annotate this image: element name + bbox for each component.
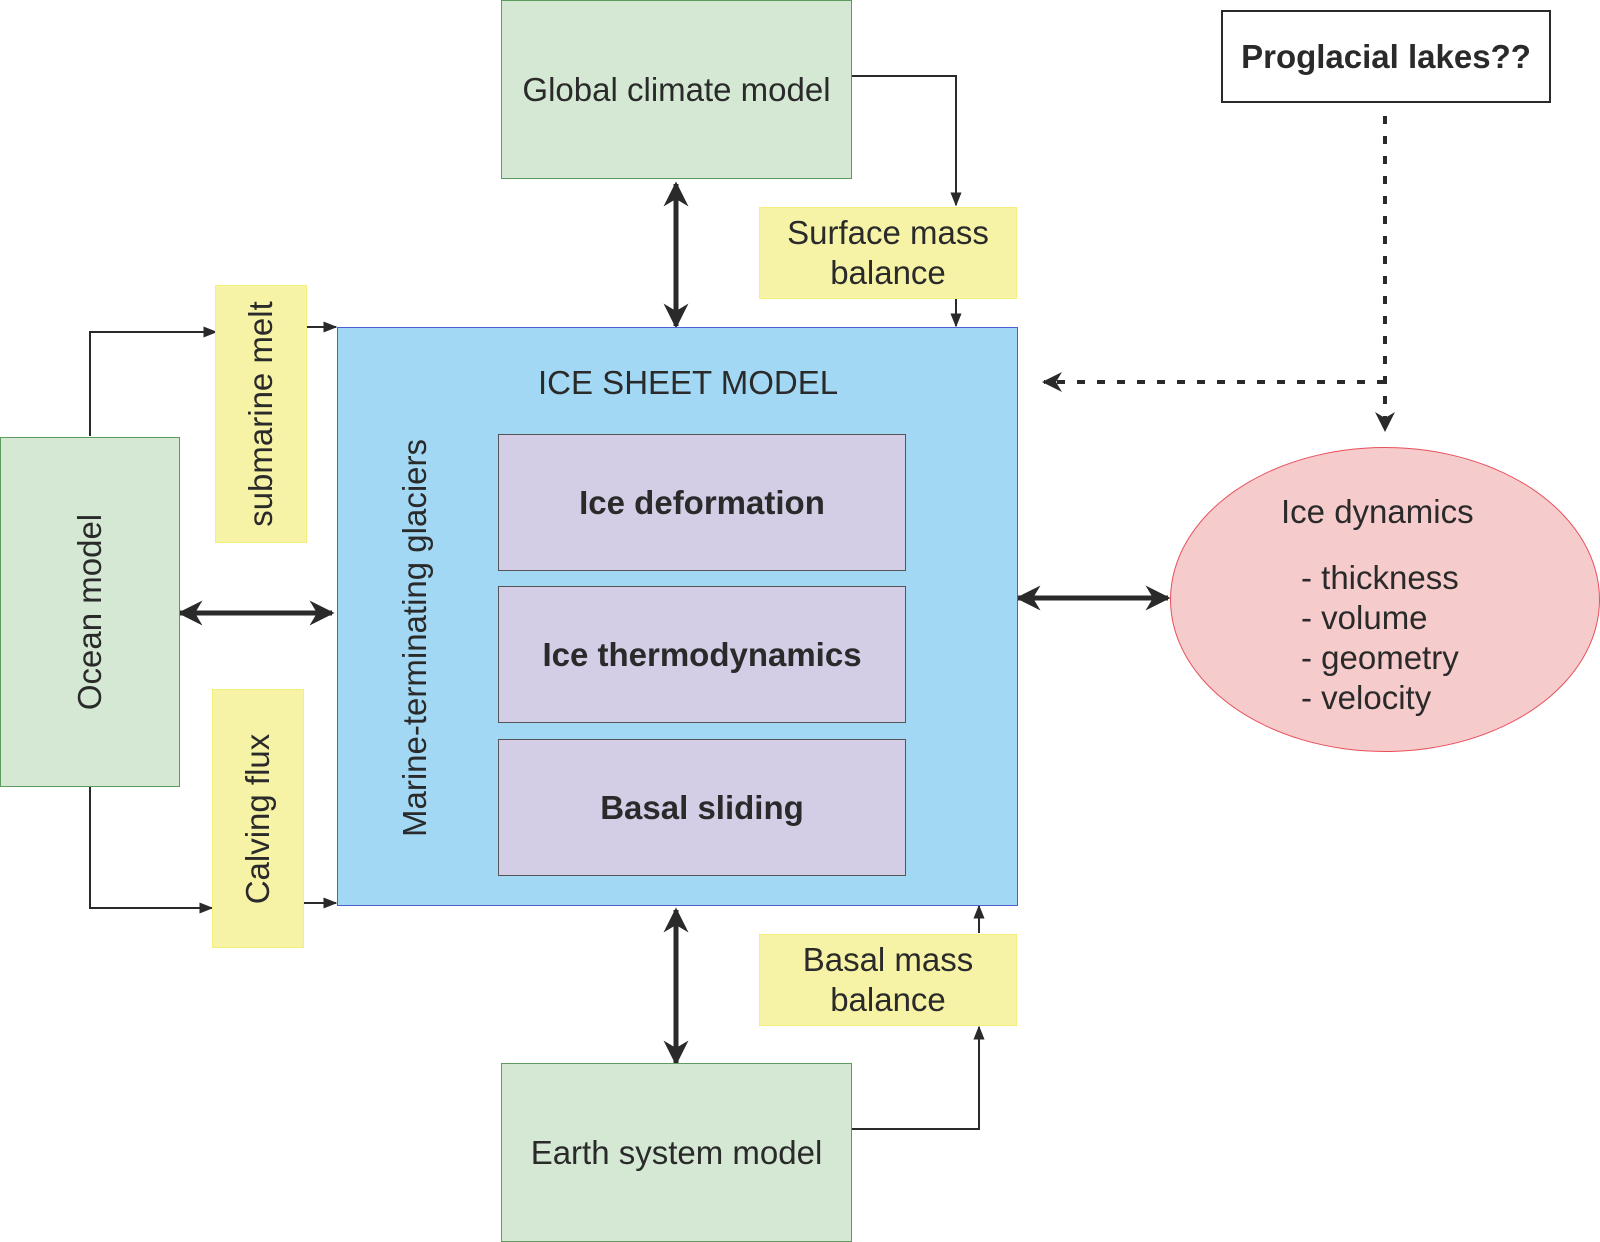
gcm-to-smb-arrow <box>852 75 962 207</box>
earth-system-model-box: Earth system model <box>501 1063 852 1242</box>
submarine-melt-box: submarine melt <box>215 285 307 543</box>
ocean-model-box: Ocean model <box>0 437 180 787</box>
ice-thermodynamics-label: Ice thermodynamics <box>542 635 862 673</box>
ice-dynamics-ellipse: Ice dynamics - thickness - volume - geom… <box>1170 447 1600 752</box>
ice-deformation-label: Ice deformation <box>579 483 825 521</box>
surface-mass-balance-label-line2: balance <box>830 254 946 291</box>
ocean-to-melt-arrow <box>89 326 218 436</box>
marine-terminating-label-wrap: Marine-terminating glaciers <box>390 398 440 878</box>
basal-sliding-label: Basal sliding <box>600 788 804 826</box>
ice-dynamics-title: Ice dynamics <box>1281 493 1474 530</box>
surface-mass-balance-label-line1: Surface mass <box>787 214 989 251</box>
ice-dynamics-item-velocity: - velocity <box>1301 679 1432 716</box>
ocean-to-calving-arrow <box>89 786 214 914</box>
basal-sliding-box: Basal sliding <box>498 739 906 876</box>
global-climate-model-box: Global climate model <box>501 0 852 179</box>
esm-to-bmb-arrow <box>852 1025 985 1130</box>
earth-system-model-label: Earth system model <box>530 1133 823 1171</box>
basal-mass-balance-box: Basal mass balance <box>759 934 1017 1026</box>
basal-mass-balance-label-line2: balance <box>830 981 946 1018</box>
ice-dynamics-list: - thickness - volume - geometry - veloci… <box>1301 558 1459 718</box>
ice-dynamics-item-geometry: - geometry <box>1301 639 1459 676</box>
ice-dynamics-item-volume: - volume <box>1301 599 1428 636</box>
marine-terminating-label: Marine-terminating glaciers <box>396 439 433 837</box>
ocean-model-label: Ocean model <box>71 513 108 711</box>
surface-mass-balance-box: Surface mass balance <box>759 207 1017 299</box>
submarine-melt-label: submarine melt <box>242 301 279 527</box>
ice-thermodynamics-box: Ice thermodynamics <box>498 586 906 723</box>
ice-deformation-box: Ice deformation <box>498 434 906 571</box>
global-climate-model-label: Global climate model <box>522 70 831 108</box>
calving-flux-label: Calving flux <box>239 733 276 904</box>
proglacial-lakes-box: Proglacial lakes?? <box>1221 10 1551 103</box>
ice-dynamics-item-thickness: - thickness <box>1301 559 1459 596</box>
ice-sheet-model-title: ICE SHEET MODEL <box>538 364 839 401</box>
basal-mass-balance-label-line1: Basal mass <box>802 941 974 978</box>
calving-flux-box: Calving flux <box>212 689 304 948</box>
proglacial-lakes-label: Proglacial lakes?? <box>1241 37 1531 75</box>
